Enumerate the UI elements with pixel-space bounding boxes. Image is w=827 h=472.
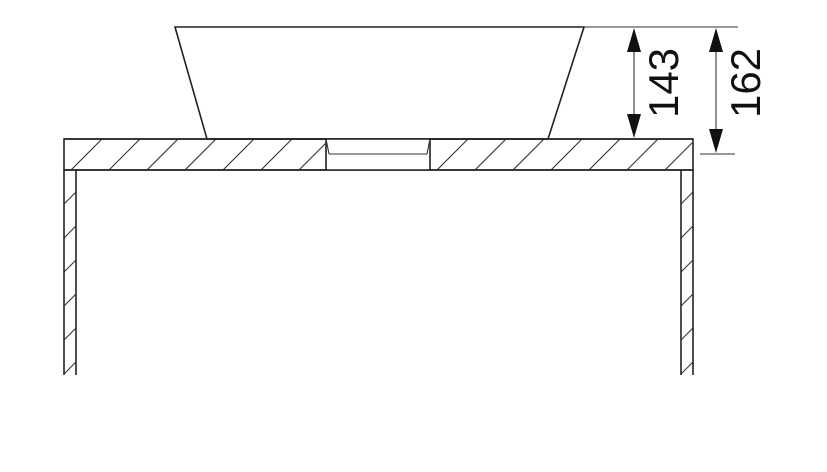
hatch-pattern bbox=[430, 139, 693, 170]
hatch-pattern bbox=[681, 170, 693, 375]
left-leg-section bbox=[63, 170, 77, 375]
drain-opening bbox=[64, 138, 693, 171]
arrow-down-icon bbox=[627, 114, 641, 138]
dimension-162: 162 bbox=[709, 28, 769, 153]
dimension-label-143: 143 bbox=[640, 48, 687, 118]
arrow-up-icon bbox=[627, 28, 641, 52]
hatch-pattern bbox=[64, 170, 76, 375]
hatch-pattern bbox=[64, 139, 326, 170]
dimension-label-162: 162 bbox=[722, 48, 769, 118]
right-leg-section bbox=[680, 170, 694, 375]
basin-outline bbox=[173, 26, 586, 140]
dimension-143: 143 bbox=[627, 28, 687, 138]
arrow-down-icon bbox=[709, 129, 723, 153]
arrow-up-icon bbox=[709, 28, 723, 52]
